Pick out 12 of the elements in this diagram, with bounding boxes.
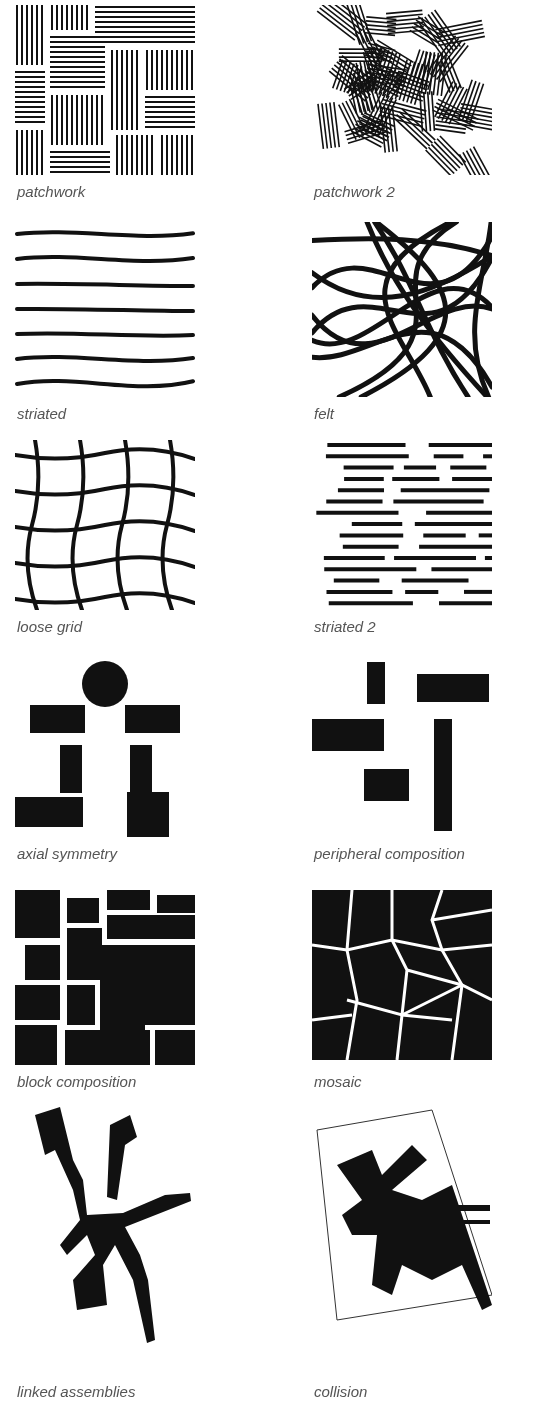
caption: loose grid — [17, 618, 83, 635]
caption: striated — [17, 405, 67, 422]
caption: axial symmetry — [17, 845, 117, 862]
caption: peripheral composition — [314, 845, 465, 862]
caption: collision — [314, 1383, 368, 1400]
caption: patchwork — [17, 183, 86, 200]
caption: felt — [314, 405, 334, 422]
caption: linked assemblies — [17, 1383, 136, 1400]
caption: striated 2 — [314, 618, 376, 635]
caption: patchwork 2 — [314, 183, 395, 200]
caption: mosaic — [314, 1073, 362, 1090]
caption: block composition — [17, 1073, 137, 1090]
